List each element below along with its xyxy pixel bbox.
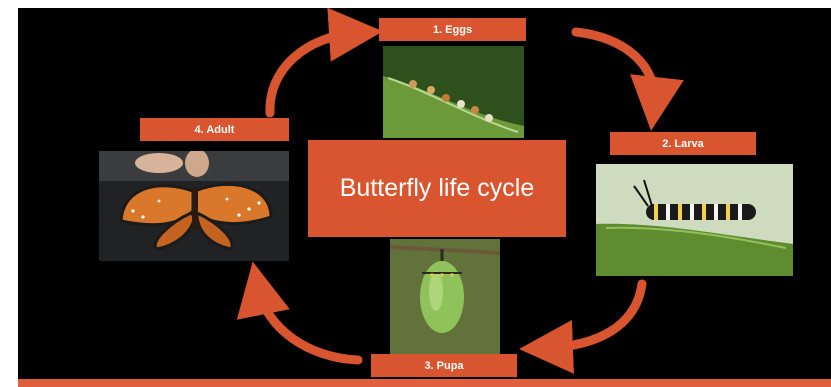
arrow-pupa-to-adult — [258, 288, 358, 360]
arrow-eggs-to-larva — [576, 32, 654, 104]
larva-photo — [596, 164, 793, 276]
bottom-accent-bar — [18, 379, 831, 387]
arrow-larva-to-pupa — [546, 284, 642, 348]
diagram-title: Butterfly life cycle — [340, 174, 535, 203]
adult-photo — [99, 151, 289, 261]
arrow-adult-to-eggs — [270, 33, 356, 113]
stage-label-eggs: 1. Eggs — [379, 18, 526, 41]
center-title-box: Butterfly life cycle — [308, 140, 566, 237]
stage-label-pupa: 3. Pupa — [371, 354, 517, 377]
eggs-photo — [383, 46, 524, 138]
pupa-photo — [390, 239, 500, 354]
stage-label-larva: 2. Larva — [610, 132, 756, 155]
slide: 1. Eggs 2. Larva — [18, 8, 831, 387]
stage-label-adult: 4. Adult — [140, 118, 289, 141]
